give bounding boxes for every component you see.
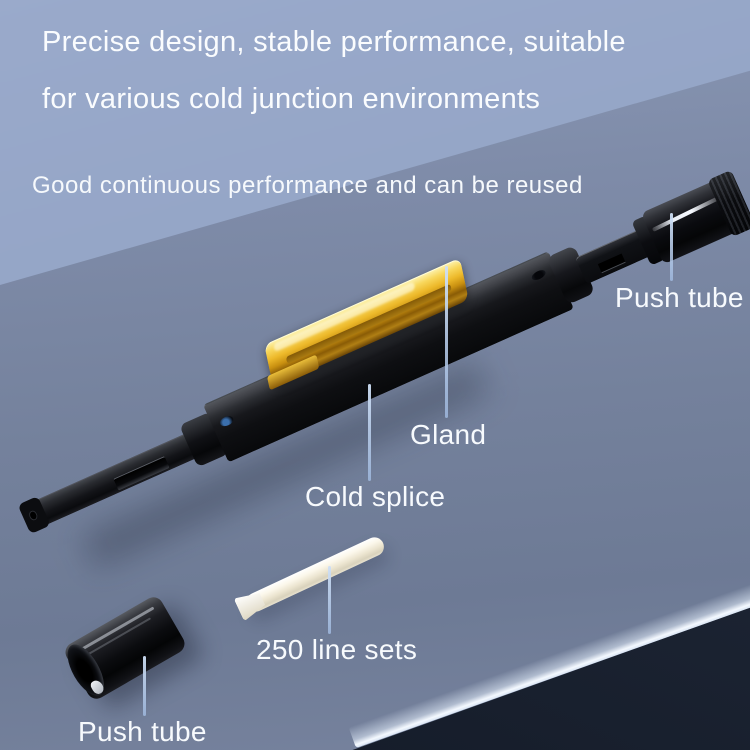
label-gland: Gland: [410, 419, 487, 450]
label-250-line-sets: 250 line sets: [256, 634, 418, 665]
label-push-tube-bottom: Push tube: [78, 716, 207, 747]
leader-line-cold-splice: [368, 384, 371, 481]
body-hole-left: [218, 414, 235, 429]
label-cold-splice: Cold splice: [305, 481, 446, 512]
leader-line-push-tube-bottom: [143, 656, 146, 716]
leader-line-250-line-sets: [328, 566, 331, 634]
headline-line-2: for various cold junction environments: [42, 83, 541, 115]
leader-line-push-tube-top: [670, 213, 673, 281]
headline-line-1: Precise design, stable performance, suit…: [42, 26, 626, 58]
body-hole-right: [530, 268, 548, 283]
label-push-tube-top: Push tube: [615, 282, 744, 313]
neck-slot: [597, 253, 626, 274]
subheadline: Good continuous performance and can be r…: [32, 172, 583, 199]
leader-line-gland: [445, 266, 448, 418]
push-tube-specular-stripe: [651, 196, 719, 232]
